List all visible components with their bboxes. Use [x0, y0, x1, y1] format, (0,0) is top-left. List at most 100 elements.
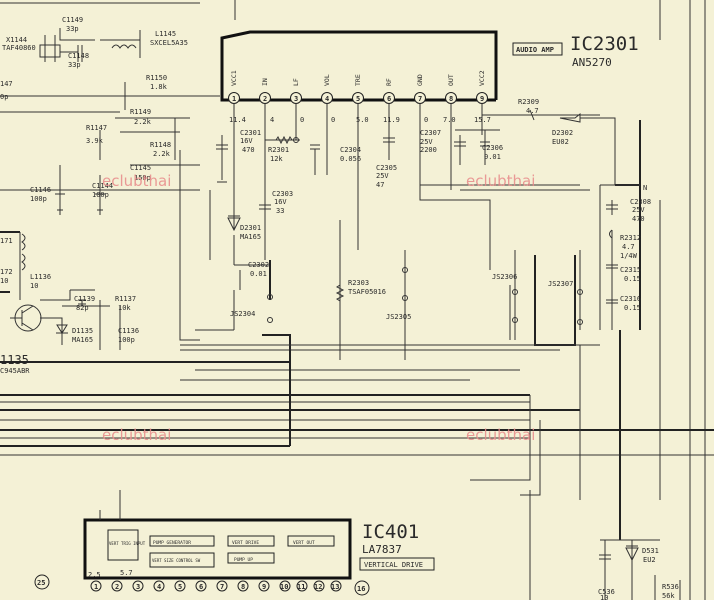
r1137-ref: R1137: [115, 295, 136, 303]
c2302-value: 0.01: [250, 270, 267, 278]
ic2301-pin7-num: 7: [418, 95, 422, 103]
ic401-block-size-control: VERT SIZE CONTROL SW: [152, 558, 201, 563]
ic2301-periphery: [216, 0, 706, 600]
l1145-ref: L1145: [155, 30, 176, 38]
l1172-fragment: 172: [0, 268, 13, 276]
r2301-value: 12k: [270, 155, 283, 163]
ic2301-pins: [228, 92, 488, 104]
c2304-ref: C2304: [340, 146, 361, 154]
c2303-value-b: 33: [276, 207, 284, 215]
c1147-fragment: 0p: [0, 93, 8, 101]
d1135-value: MA165: [72, 336, 93, 344]
c2303-value-a: 16V: [274, 198, 287, 206]
ic401-pin9: 9: [262, 583, 266, 591]
ic401-pin11: 11: [297, 583, 305, 591]
c1145-value: 150p: [134, 174, 151, 182]
ic2301-pin4-voltage: 0: [331, 116, 335, 124]
jumper-js2305: JS2305: [386, 313, 411, 321]
d2301-value: MA165: [240, 233, 261, 241]
ic2301-pin4-num: 4: [325, 95, 329, 103]
c2306-value: 0.01: [484, 153, 501, 161]
top-left-wiring: [0, 0, 236, 341]
ic2301-pin1-num: 1: [232, 95, 236, 103]
c2305-ref: C2305: [376, 164, 397, 172]
l1136-ref: L1136: [30, 273, 51, 281]
ic2301-package: [220, 30, 563, 102]
ic401-block-vert-drive: VERT DRIVE: [232, 540, 259, 546]
bus-lines: [0, 330, 714, 540]
ic2301-pin3-label: LF: [292, 78, 300, 86]
ic2301-pin6-num: 6: [387, 95, 391, 103]
ic401-voltage-b: 5.7: [120, 569, 133, 577]
ic401-package: [83, 490, 531, 600]
l1147-fragment: 147: [0, 80, 13, 88]
c1149-value: 33p: [66, 25, 79, 33]
l1172-value: 10: [0, 277, 8, 285]
jumper-js2306: JS2306: [492, 273, 517, 281]
watermark-3: eclubthai: [102, 426, 171, 444]
ic401-pin3: 3: [136, 583, 140, 591]
ic401-block-pump-generator: PUMP GENERATOR: [153, 540, 191, 546]
ic2301-pin7-label: GND: [416, 74, 424, 86]
c1146-value: 100p: [30, 195, 47, 203]
ic2301-pin6-label: RF: [385, 78, 393, 86]
c536-ref: C536: [598, 588, 615, 596]
ic401-pin10: 10: [280, 583, 288, 591]
c2316-value: 0.15: [624, 304, 641, 312]
ic2301-pin3-num: 3: [294, 95, 298, 103]
c1144-value: 100p: [92, 191, 109, 199]
r2309-value: 4.7: [526, 107, 539, 115]
l1145-value: SXCEL5A35: [150, 39, 188, 47]
ic2301-pin7-voltage: 0: [424, 116, 428, 124]
ic2301-pin5-label: TRE: [354, 74, 362, 86]
r1147-value: 3.9k: [86, 137, 104, 145]
ic2301-pin2-num: 2: [263, 95, 267, 103]
ic401-pin6: 6: [199, 583, 203, 591]
c2316-ref: C2316: [620, 295, 641, 303]
ic2301-pin-leads: [233, 104, 483, 250]
ic2301-pin4-label: VOL: [323, 74, 331, 86]
d531-value: EU2: [643, 556, 656, 564]
ic401-pins: [90, 580, 342, 592]
ic401-pin13: 13: [331, 583, 339, 591]
c1149-ref: C1149: [62, 16, 83, 24]
d531-wiring: [599, 539, 681, 600]
c2307-ref: C2307: [420, 129, 441, 137]
d2302-ref: D2302: [552, 129, 573, 137]
ic2301-pin5-voltage: 5.0: [356, 116, 369, 124]
c2301-ref: C2301: [240, 129, 261, 137]
c1139-ref: C1139: [74, 295, 95, 303]
c1136-ref: C1136: [118, 327, 139, 335]
ic2301-pin1-label: VCC1: [230, 70, 238, 86]
c1136-value: 100p: [118, 336, 135, 344]
ic2301-pin2-voltage: 4: [270, 116, 274, 124]
c536-value: 10: [600, 594, 608, 600]
n-mark: N: [643, 184, 647, 192]
node-16-label: 16: [357, 585, 365, 593]
l1136-value: 10: [30, 282, 38, 290]
r536-ref: R536: [662, 583, 679, 591]
d1135-ref: D1135: [72, 327, 93, 335]
c2315-ref: C2315: [620, 266, 641, 274]
ic401-block-trig-input: VERT TRIG INPUT: [109, 541, 146, 546]
c1144-ref: C1144: [92, 182, 113, 190]
c2308-ref: C2308: [630, 198, 651, 206]
ic401-pin4: 4: [157, 583, 161, 591]
r2301-ref: R2301: [268, 146, 289, 154]
ic2301-function: AUDIO AMP: [516, 46, 554, 54]
ic401-voltage-a: 2.5: [88, 571, 101, 579]
q1135-part: C945ABR: [0, 367, 30, 375]
ic401-block-pump-up: PUMP UP: [234, 557, 253, 563]
c2307-value-b: 2200: [420, 146, 437, 154]
r2309-ref: R2309: [518, 98, 539, 106]
ic401-pin1: 1: [94, 583, 98, 591]
r2312-value-a: 4.7: [622, 243, 635, 251]
ic401-pin7: 7: [220, 583, 224, 591]
c2301-value-a: 16V: [240, 137, 253, 145]
ic2301-ref: IC2301: [570, 33, 639, 55]
x1144-ref: X1144: [6, 36, 27, 44]
ic401-ref: IC401: [362, 521, 419, 543]
watermark-4: eclubthai: [466, 426, 535, 444]
ic2301-pin3-voltage: 0: [300, 116, 304, 124]
